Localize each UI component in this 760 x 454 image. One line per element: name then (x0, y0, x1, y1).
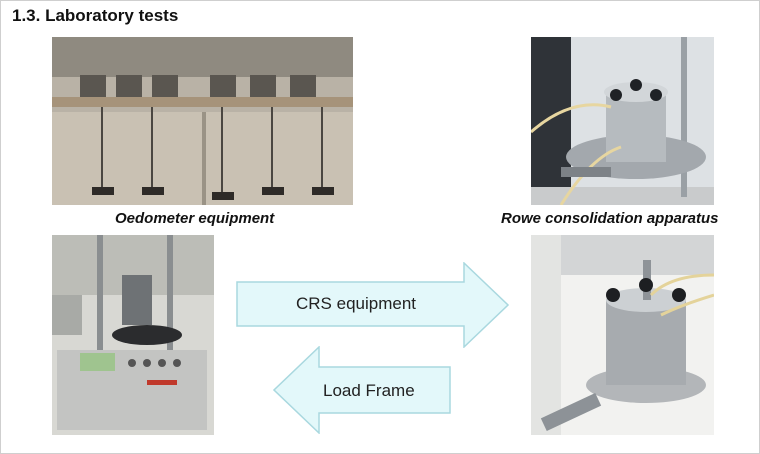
right-arrow-icon (236, 262, 510, 348)
load-frame-arrow: Load Frame (273, 346, 451, 434)
slide-title: 1.3. Laboratory tests (12, 6, 179, 25)
load-frame-label: Load Frame (323, 381, 415, 400)
crs-machine-photo (52, 235, 214, 435)
left-arrow-icon (273, 346, 451, 434)
rowe-caption: Rowe consolidation apparatus (501, 210, 719, 227)
rowe-cell-closeup-photo (531, 235, 714, 435)
rowe-apparatus-photo (531, 37, 714, 205)
oedometer-photo (52, 37, 353, 205)
oedometer-caption: Oedometer equipment (115, 210, 275, 227)
crs-equipment-label: CRS equipment (296, 294, 417, 313)
crs-equipment-arrow: CRS equipment (236, 262, 510, 348)
